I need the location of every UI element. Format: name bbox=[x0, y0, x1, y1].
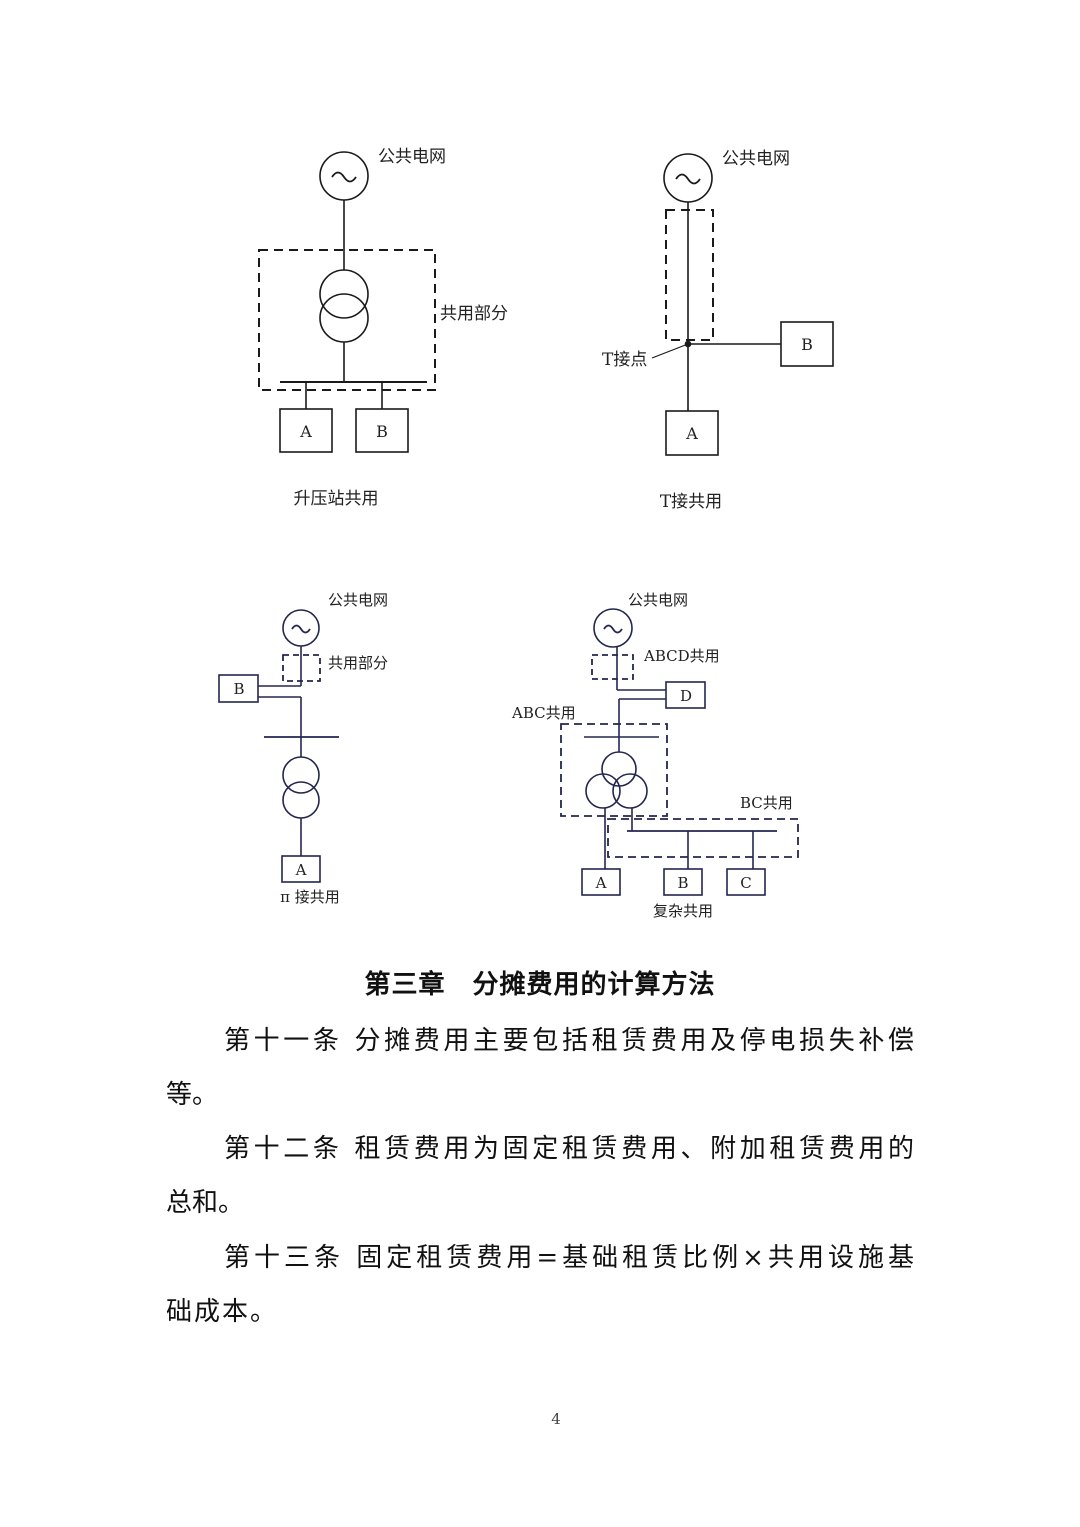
box-b bbox=[355, 408, 409, 453]
shared-area-box bbox=[665, 209, 714, 341]
box-a-label: A bbox=[685, 424, 698, 443]
article-13-line-2: 础成本。 bbox=[166, 1297, 279, 1327]
article-13-line-1: 第十三条 固定租赁费用=基础租赁比例×共用设施基 bbox=[224, 1243, 914, 1273]
page-number: 4 bbox=[551, 1410, 561, 1428]
box-b-label: B bbox=[677, 874, 688, 892]
tee-diagram bbox=[651, 153, 834, 456]
pi-diagram bbox=[218, 609, 339, 883]
three-winding-transformer-icon bbox=[601, 751, 637, 787]
box-b bbox=[663, 868, 703, 896]
article-12-line-1: 第十二条 租赁费用为固定租赁费用、附加租赁费用的 bbox=[224, 1134, 914, 1164]
wiring-diagrams: 公共电网 共用部分 A B 升压站共用 公共电网 T接点 B A T接共用 公共… bbox=[218, 147, 834, 920]
box-b bbox=[218, 674, 259, 703]
box-b-label: B bbox=[233, 680, 244, 698]
diagram-caption: T接共用 bbox=[660, 492, 722, 512]
box-c-label: C bbox=[740, 874, 751, 892]
shared-label: 共用部分 bbox=[328, 654, 388, 672]
transformer-icon bbox=[319, 269, 369, 319]
box-c bbox=[726, 868, 766, 896]
article-12-line-2: 总和。 bbox=[166, 1188, 245, 1218]
box-d-label: D bbox=[680, 687, 692, 705]
grid-label: 公共电网 bbox=[628, 591, 688, 609]
box-a bbox=[581, 868, 621, 896]
abcd-label: ABCD共用 bbox=[643, 647, 720, 665]
box-b-label: B bbox=[376, 422, 388, 441]
box-a bbox=[279, 408, 333, 453]
diagram-caption: 升压站共用 bbox=[294, 489, 379, 509]
box-b-label: B bbox=[801, 335, 813, 354]
box-a-label: A bbox=[595, 874, 607, 892]
box-a bbox=[281, 855, 321, 883]
article-11-line-1: 第十一条 分摊费用主要包括租赁费用及停电损失补偿 bbox=[224, 1026, 914, 1056]
box-a bbox=[665, 410, 719, 456]
bc-shared-box bbox=[607, 818, 799, 858]
bc-label: BC共用 bbox=[740, 794, 793, 812]
shared-area-box bbox=[282, 654, 321, 682]
shared-area-box bbox=[258, 249, 436, 391]
grid-label: 公共电网 bbox=[328, 591, 388, 609]
box-a-label: A bbox=[295, 861, 307, 879]
abcd-shared-box bbox=[591, 654, 634, 680]
tpoint-label: T接点 bbox=[602, 350, 647, 370]
shared-label: 共用部分 bbox=[440, 304, 508, 324]
box-a-label: A bbox=[299, 422, 312, 441]
complex-diagram bbox=[560, 608, 799, 896]
diagram-caption: 复杂共用 bbox=[653, 902, 713, 920]
box-b bbox=[780, 321, 834, 367]
abc-shared-box bbox=[560, 723, 668, 817]
article-11-line-2: 等。 bbox=[166, 1080, 219, 1110]
transformer-icon bbox=[282, 756, 320, 794]
box-d bbox=[665, 681, 706, 709]
diagram-caption: π 接共用 bbox=[280, 888, 340, 906]
abc-label: ABC共用 bbox=[511, 704, 576, 722]
grid-label: 公共电网 bbox=[378, 147, 446, 167]
chapter-heading: 第三章 分摊费用的计算方法 bbox=[364, 970, 716, 1000]
grid-label: 公共电网 bbox=[722, 149, 790, 169]
boost-station-diagram bbox=[258, 151, 436, 453]
grid-source-icon bbox=[593, 608, 633, 648]
